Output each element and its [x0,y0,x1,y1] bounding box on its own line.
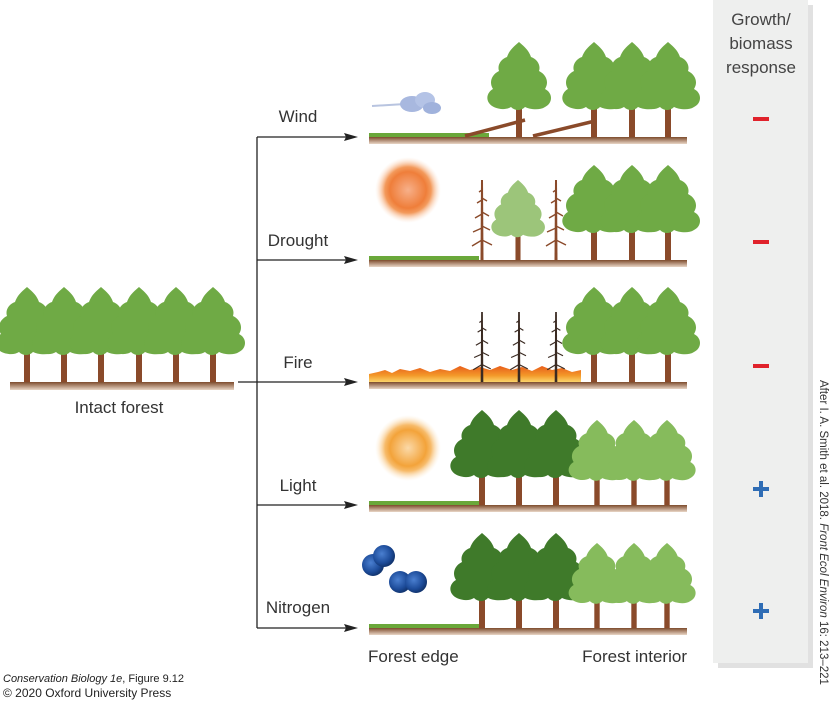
response-positive-light [753,481,769,497]
copyright-notice: © 2020 Oxford University Press [3,686,172,700]
panel-background [713,0,808,663]
arrow-nitrogen [344,624,358,632]
fallen-tree [464,118,596,138]
response-panel: Growth/ biomass response [713,0,813,668]
figure-number: , Figure 9.12 [122,673,185,685]
scenario-label-drought: Drought [268,231,329,250]
scenario-label-fire: Fire [283,353,312,372]
response-negative-drought [753,240,769,244]
nitrogen-molecule-icon [362,545,427,593]
dead-tree [471,179,493,261]
scenario-wind [369,42,700,144]
panel-title-line-1: Growth/ [731,10,791,29]
tree [487,42,551,137]
arrow-drought [344,256,358,264]
panel-title-line-3: response [726,58,796,77]
intact-forest-label: Intact forest [75,398,164,417]
ground [369,505,687,512]
tree [636,165,700,260]
ground [369,137,687,144]
figure-credit: Conservation Biology 1e, Figure 9.12 [3,673,184,685]
tree [636,42,700,137]
wind-cloud-icon [371,92,441,114]
stressed-tree [491,180,545,260]
scenario-label-wind: Wind [279,107,318,126]
scenario-drought [369,157,700,267]
arrow-light [344,501,358,509]
source-citation: After I. A. Smith et al. 2018. Front Eco… [817,380,829,685]
arrow-wind [344,133,358,141]
scenario-nitrogen [362,533,696,635]
panel-title-line-2: biomass [729,34,792,53]
grass [369,256,479,260]
ground [369,628,687,635]
book-title: Conservation Biology 1e [3,673,123,685]
arrowheads [344,133,358,632]
forest-interior-label: Forest interior [582,647,687,666]
tree [638,543,696,628]
fire-flames-icon [369,366,581,382]
grass [369,624,479,628]
intact-ground [10,382,234,390]
ground [369,260,687,267]
response-negative-fire [753,364,769,368]
scenario-label-light: Light [280,476,317,495]
arrow-fire [344,378,358,386]
response-positive-nitrogen [753,603,769,619]
branch-connectors [238,136,348,629]
ground [369,382,687,389]
grass [369,501,479,505]
response-negative-wind [753,117,769,121]
tree [638,420,696,505]
sun-icon [375,415,441,481]
forest-edge-label: Forest edge [368,647,459,666]
tree [636,287,700,382]
scenario-fire [369,287,700,389]
intact-forest: Intact forest [0,287,245,417]
scenario-label-nitrogen: Nitrogen [266,598,330,617]
tree [181,287,245,382]
grass [369,133,489,137]
scenario-light [369,410,696,512]
sun-hot-icon [375,157,441,223]
